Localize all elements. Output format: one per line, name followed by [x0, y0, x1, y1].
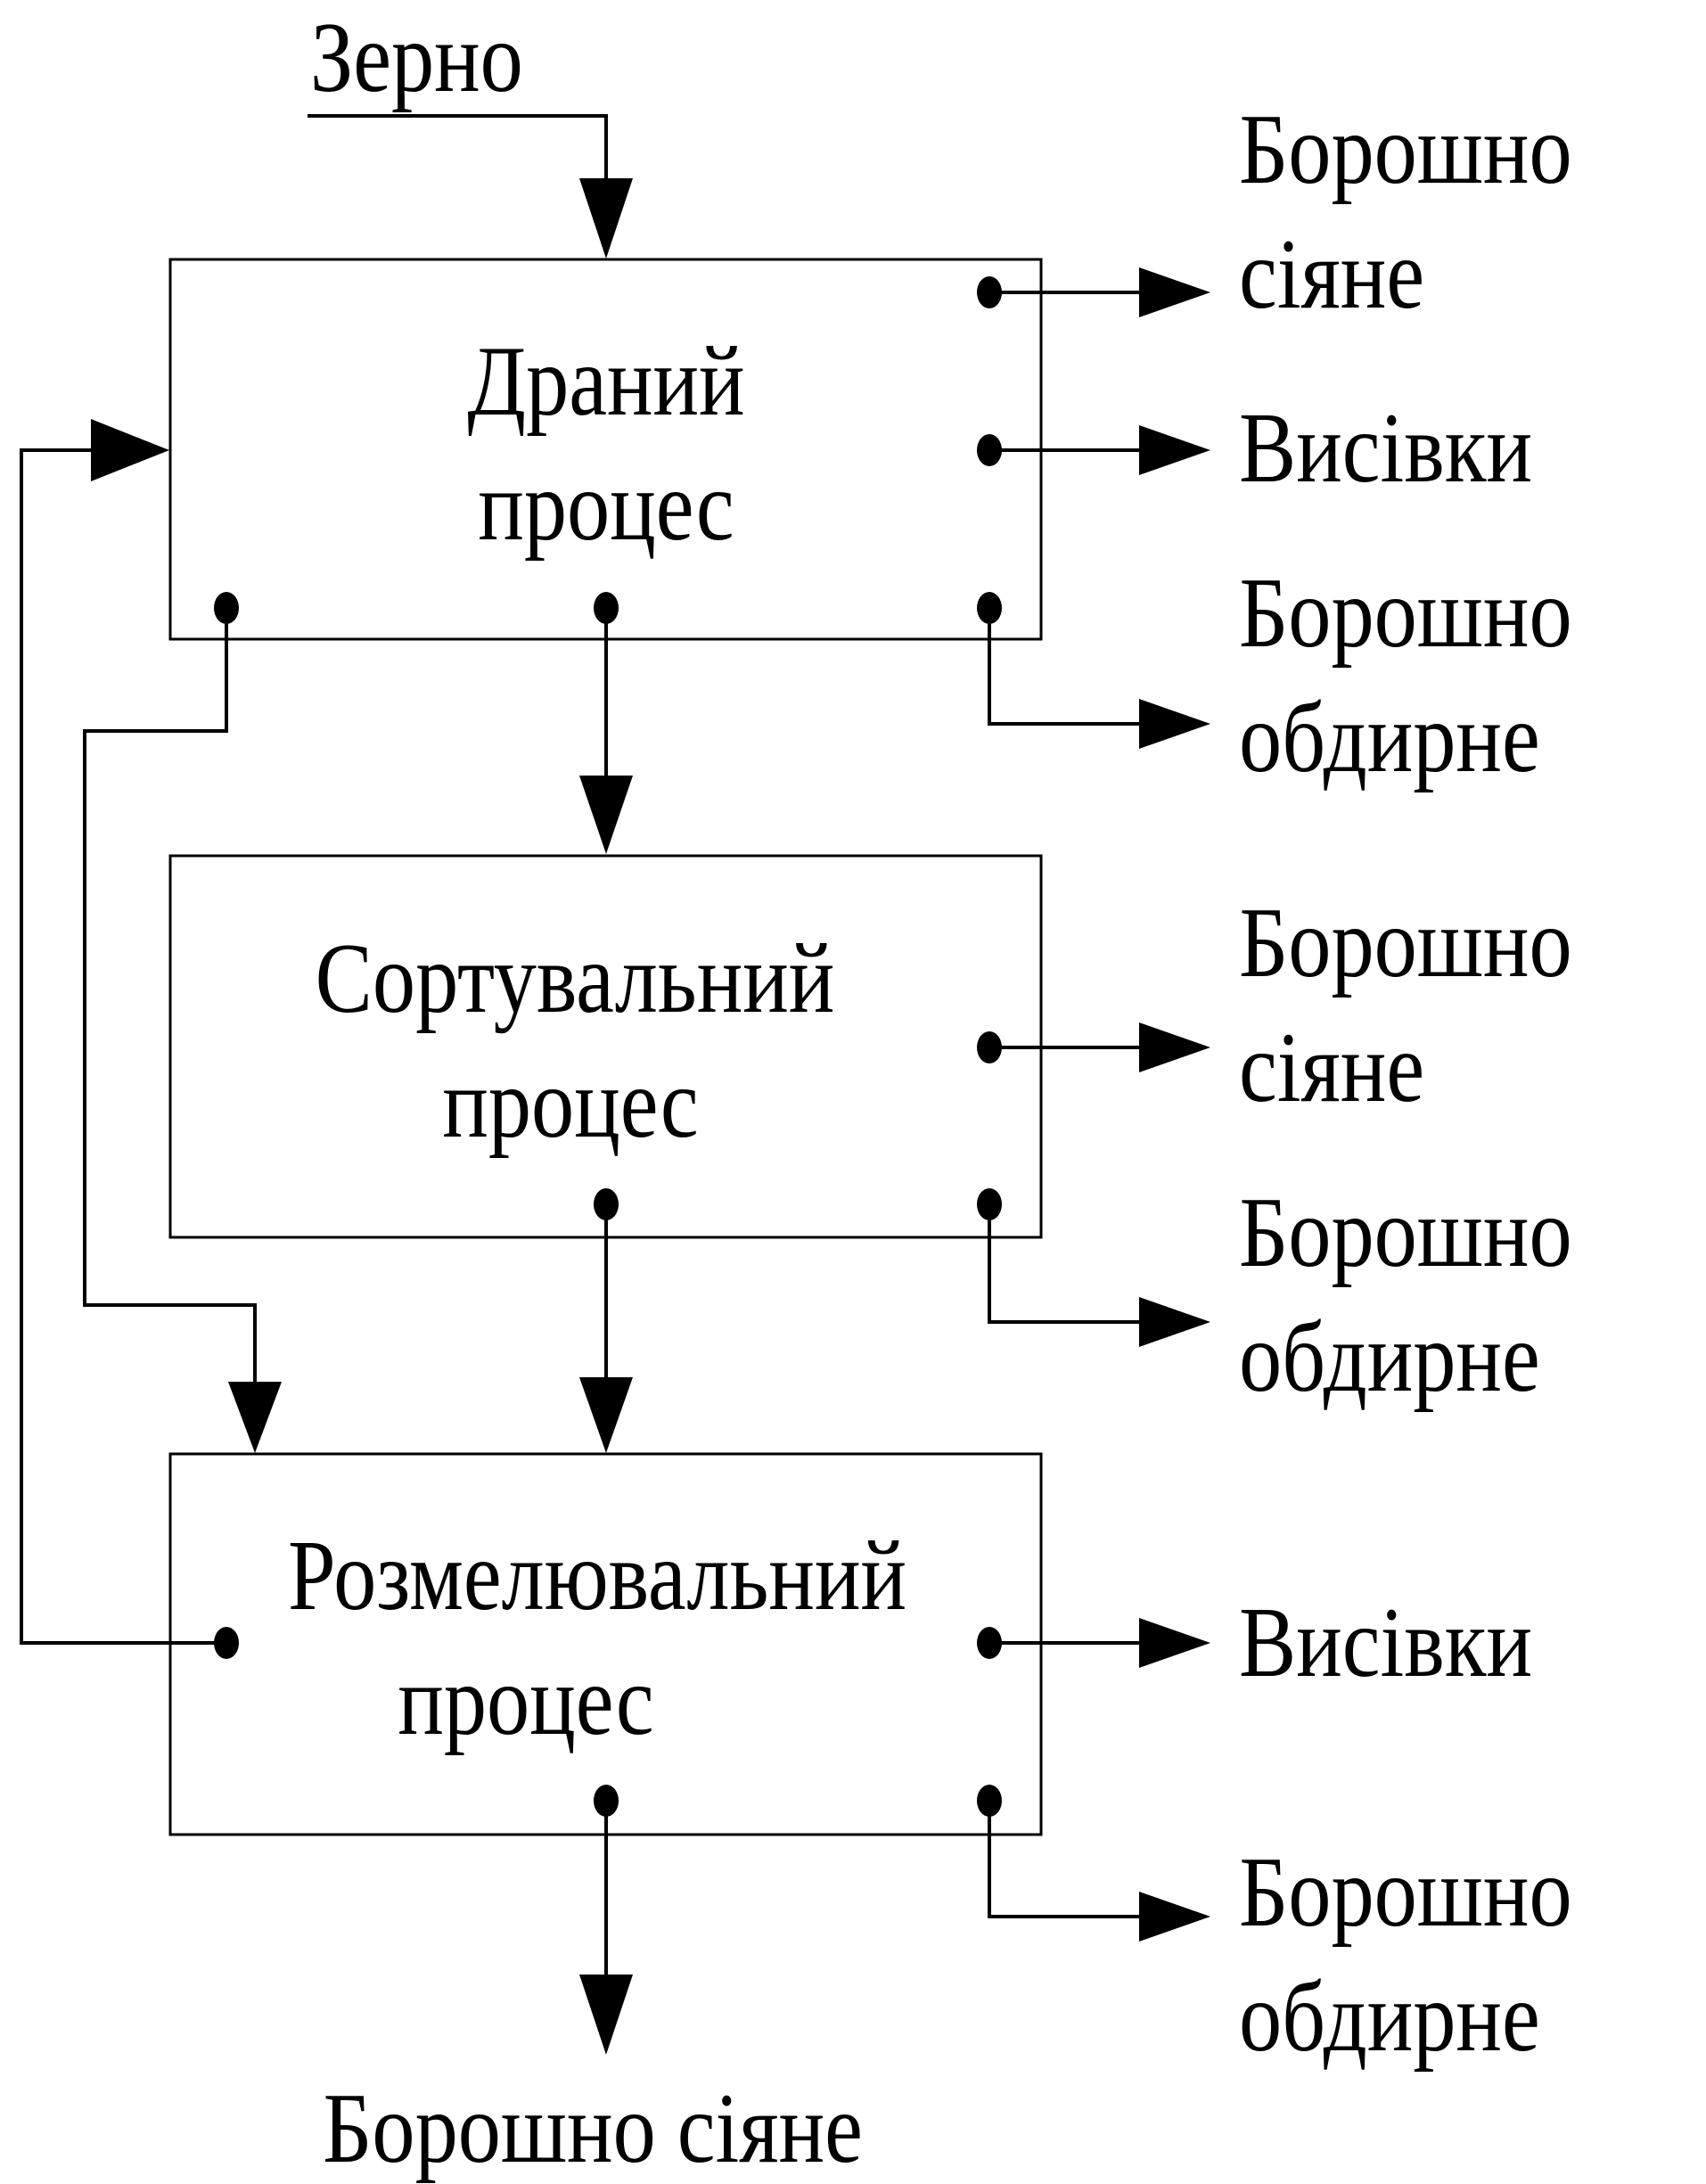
arrow-down-icon: [579, 776, 633, 854]
output-4-line2: сіяне: [1239, 1012, 1424, 1122]
output-1-line2: сіяне: [1239, 218, 1424, 329]
output-4-line1: Борошно: [1239, 887, 1572, 998]
output-connector-7: [977, 1785, 1210, 1942]
arrow-down-icon: [579, 1975, 633, 2055]
arrow-right-icon: [1139, 1022, 1210, 1072]
process-sort-line1: Сортувальний: [316, 923, 835, 1033]
process-reduction-line1: Розмелювальний: [288, 1520, 906, 1630]
output-5-line2: обдирне: [1239, 1301, 1540, 1412]
break-to-reduction-line: [83, 592, 282, 1453]
output-2-line1: Висівки: [1239, 392, 1532, 503]
output-5-line1: Борошно: [1239, 1177, 1572, 1287]
final-output-line: [579, 1785, 633, 2055]
process-box-break: [168, 258, 1043, 641]
arrow-down-icon: [579, 1377, 633, 1453]
process-reduction-line2: процес: [398, 1645, 653, 1755]
output-connector-3: [977, 592, 1210, 749]
input-line: [308, 114, 608, 178]
sort-to-reduction-line: [579, 1188, 633, 1453]
arrow-right-icon: [1139, 699, 1210, 749]
arrow-right-icon: [91, 419, 169, 481]
input-arrow-icon: [579, 178, 633, 259]
final-output-label: Борошно сіяне: [323, 2073, 863, 2183]
arrow-right-icon: [1139, 1297, 1210, 1347]
output-1-line1: Борошно: [1239, 94, 1572, 204]
output-connector-5: [977, 1188, 1210, 1347]
break-to-sort-line: [579, 592, 633, 854]
process-break-line2: процес: [478, 450, 734, 561]
recycle-line: [20, 419, 239, 1659]
output-connector-2: [977, 425, 1210, 475]
arrow-down-icon: [228, 1382, 282, 1453]
input-label: Зерно: [310, 2, 523, 112]
arrow-right-icon: [1139, 267, 1210, 317]
process-sort-line2: процес: [442, 1047, 698, 1158]
output-3-line1: Борошно: [1239, 557, 1572, 668]
output-connector-1: [977, 267, 1210, 317]
output-7-line1: Борошно: [1239, 1836, 1572, 1947]
arrow-right-icon: [1139, 1892, 1210, 1942]
arrow-right-icon: [1139, 1618, 1210, 1668]
process-box-sort: [168, 854, 1043, 1239]
process-break-line1: Драний: [467, 325, 744, 436]
output-connector-6: [977, 1618, 1210, 1668]
output-7-line2: обдирне: [1239, 1961, 1540, 2072]
arrow-right-icon: [1139, 425, 1210, 475]
output-6-line1: Висівки: [1239, 1587, 1532, 1697]
output-connector-4: [977, 1022, 1210, 1072]
output-3-line2: обдирне: [1239, 682, 1540, 792]
